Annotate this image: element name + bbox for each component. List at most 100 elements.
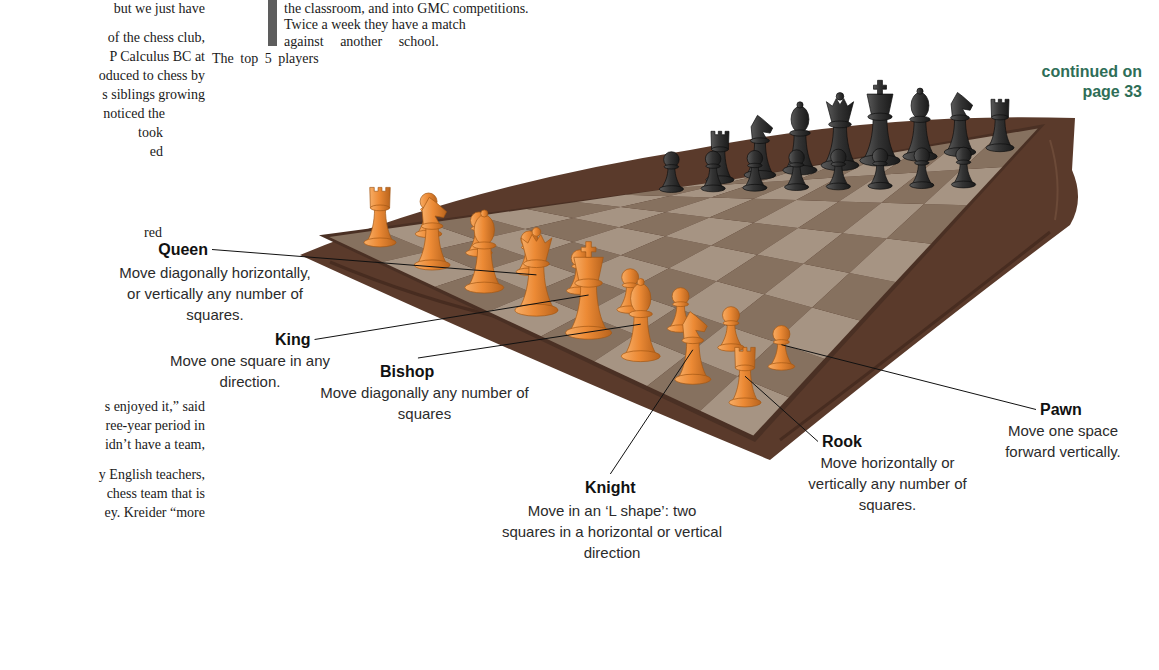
piece-head bbox=[683, 312, 707, 341]
leader-line bbox=[315, 295, 589, 339]
piece-body bbox=[418, 226, 447, 263]
piece-body bbox=[469, 245, 500, 286]
pawn-piece bbox=[785, 150, 809, 191]
piece-head bbox=[951, 92, 973, 117]
piece-body bbox=[870, 164, 889, 185]
piece-head bbox=[422, 197, 446, 226]
piece-finial bbox=[532, 228, 541, 237]
piece-collar bbox=[790, 130, 811, 136]
piece-body bbox=[912, 163, 931, 184]
piece-base bbox=[566, 326, 612, 339]
board-square bbox=[849, 238, 931, 282]
article-text: idn’t have a team, bbox=[105, 436, 205, 454]
move-description: Move diagonally any number of squares bbox=[312, 382, 537, 424]
leader-line bbox=[610, 350, 693, 474]
piece-base bbox=[414, 260, 450, 270]
queen-piece bbox=[821, 93, 859, 171]
piece-collar bbox=[910, 116, 931, 122]
piece-name: Rook bbox=[822, 432, 862, 451]
piece-body bbox=[625, 314, 656, 355]
piece-finial bbox=[637, 279, 644, 286]
chess-pieces bbox=[364, 80, 1014, 407]
article-text: y English teachers, bbox=[99, 466, 205, 484]
piece-base bbox=[465, 282, 504, 293]
piece-body bbox=[570, 283, 607, 331]
article-text: ed bbox=[150, 143, 163, 161]
piece-finial bbox=[797, 102, 803, 108]
article-text: red bbox=[144, 224, 162, 242]
piece-finial bbox=[481, 210, 488, 217]
move-description: Move one space forward vertically. bbox=[983, 420, 1143, 462]
piece-body bbox=[703, 166, 722, 187]
piece-name: Bishop bbox=[380, 362, 434, 381]
piece-base bbox=[675, 374, 711, 384]
piece-head bbox=[474, 215, 494, 245]
piece-collar bbox=[629, 311, 652, 318]
knight-piece bbox=[944, 92, 976, 156]
queen-piece bbox=[515, 228, 558, 317]
piece-collar bbox=[473, 242, 496, 249]
piece-collar bbox=[575, 279, 603, 287]
piece-base bbox=[768, 363, 795, 370]
leader-line bbox=[781, 345, 1036, 410]
piece-base bbox=[364, 238, 396, 247]
piece-head bbox=[521, 234, 552, 263]
piece-name: Queen bbox=[158, 240, 208, 259]
piece-collar bbox=[673, 302, 689, 307]
piece-base bbox=[826, 183, 850, 190]
piece-collar bbox=[829, 121, 852, 128]
pawn-piece bbox=[826, 149, 850, 190]
piece-collar bbox=[524, 260, 550, 268]
leader-line bbox=[745, 376, 818, 441]
bishop-piece bbox=[621, 279, 660, 362]
piece-collar bbox=[956, 160, 971, 164]
piece-body bbox=[367, 208, 393, 241]
pawn-piece bbox=[718, 307, 745, 352]
piece-collar bbox=[723, 321, 739, 326]
piece-cross bbox=[874, 80, 887, 94]
piece-collar bbox=[706, 164, 721, 168]
pawn-piece bbox=[659, 152, 683, 193]
piece-body bbox=[954, 162, 973, 183]
piece-name: Knight bbox=[585, 478, 636, 497]
piece-base bbox=[621, 351, 660, 362]
piece-collar bbox=[370, 205, 389, 211]
piece-head bbox=[631, 284, 651, 314]
piece-collar bbox=[735, 365, 754, 371]
piece-body bbox=[745, 165, 764, 186]
piece-collar bbox=[950, 115, 969, 121]
piece-base bbox=[701, 185, 725, 192]
bishop-piece bbox=[465, 210, 504, 293]
piece-collar bbox=[831, 162, 846, 166]
article-text: s siblings growing bbox=[102, 86, 205, 104]
piece-finial bbox=[917, 88, 923, 94]
piece-cross bbox=[581, 242, 596, 258]
drop-cap-bar bbox=[268, 0, 277, 46]
board-cloth bbox=[300, 117, 1078, 460]
cloth-shape bbox=[300, 117, 1078, 460]
piece-collar bbox=[789, 163, 804, 167]
article-text: oduced to chess by bbox=[99, 67, 205, 85]
piece-collar bbox=[992, 115, 1009, 120]
piece-body bbox=[720, 323, 741, 346]
piece-base bbox=[718, 344, 745, 351]
piece-body bbox=[771, 342, 792, 365]
move-description: Move horizontally or vertically any numb… bbox=[800, 452, 975, 515]
move-description: Move diagonally horizontally, or vertica… bbox=[115, 262, 315, 325]
piece-body bbox=[829, 164, 848, 185]
rook-piece bbox=[729, 347, 761, 407]
piece-body bbox=[787, 165, 806, 186]
piece-collar bbox=[750, 138, 769, 144]
pawn-piece bbox=[743, 150, 767, 191]
board-square bbox=[887, 204, 967, 244]
article-text: against another school. bbox=[284, 33, 439, 51]
article-text: ree-year period in bbox=[106, 417, 206, 435]
piece-base bbox=[986, 144, 1014, 152]
piece-base bbox=[910, 182, 934, 189]
piece-collar bbox=[915, 161, 930, 165]
pawn-piece bbox=[701, 151, 725, 192]
article-text: P Calculus BC at bbox=[109, 48, 205, 66]
article-text: of the chess club, bbox=[108, 29, 205, 47]
bishop-piece bbox=[783, 102, 817, 175]
